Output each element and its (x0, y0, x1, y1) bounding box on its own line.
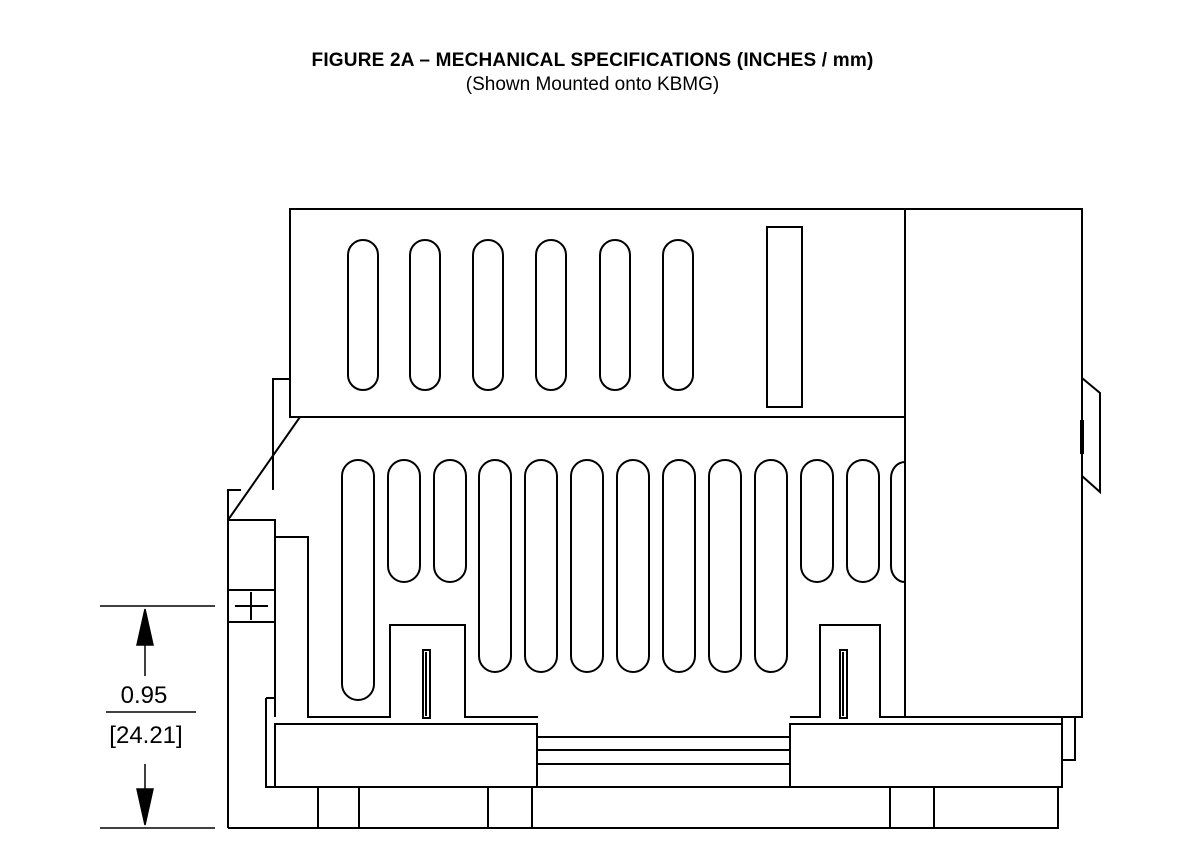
upper-housing (272, 208, 906, 490)
lower-housing (227, 416, 906, 719)
arrow-up-icon (136, 608, 154, 646)
dimension-inches: 0.95 (121, 682, 168, 709)
screw-pins (422, 649, 848, 719)
right-end-cap (904, 208, 1101, 718)
dimension-mm: [24.21] (109, 722, 182, 749)
height-dimension (100, 605, 215, 829)
figure-subtitle: (Shown Mounted onto KBMG) (465, 74, 720, 95)
upper-vent-slots (347, 239, 694, 391)
lower-vent-slots (341, 459, 906, 701)
mounting-base (228, 697, 1076, 829)
label-slot (766, 226, 803, 408)
arrow-down-icon (136, 788, 154, 826)
terminal-block (227, 519, 276, 828)
figure-title: FIGURE 2A – MECHANICAL SPECIFICATIONS (I… (311, 50, 874, 71)
